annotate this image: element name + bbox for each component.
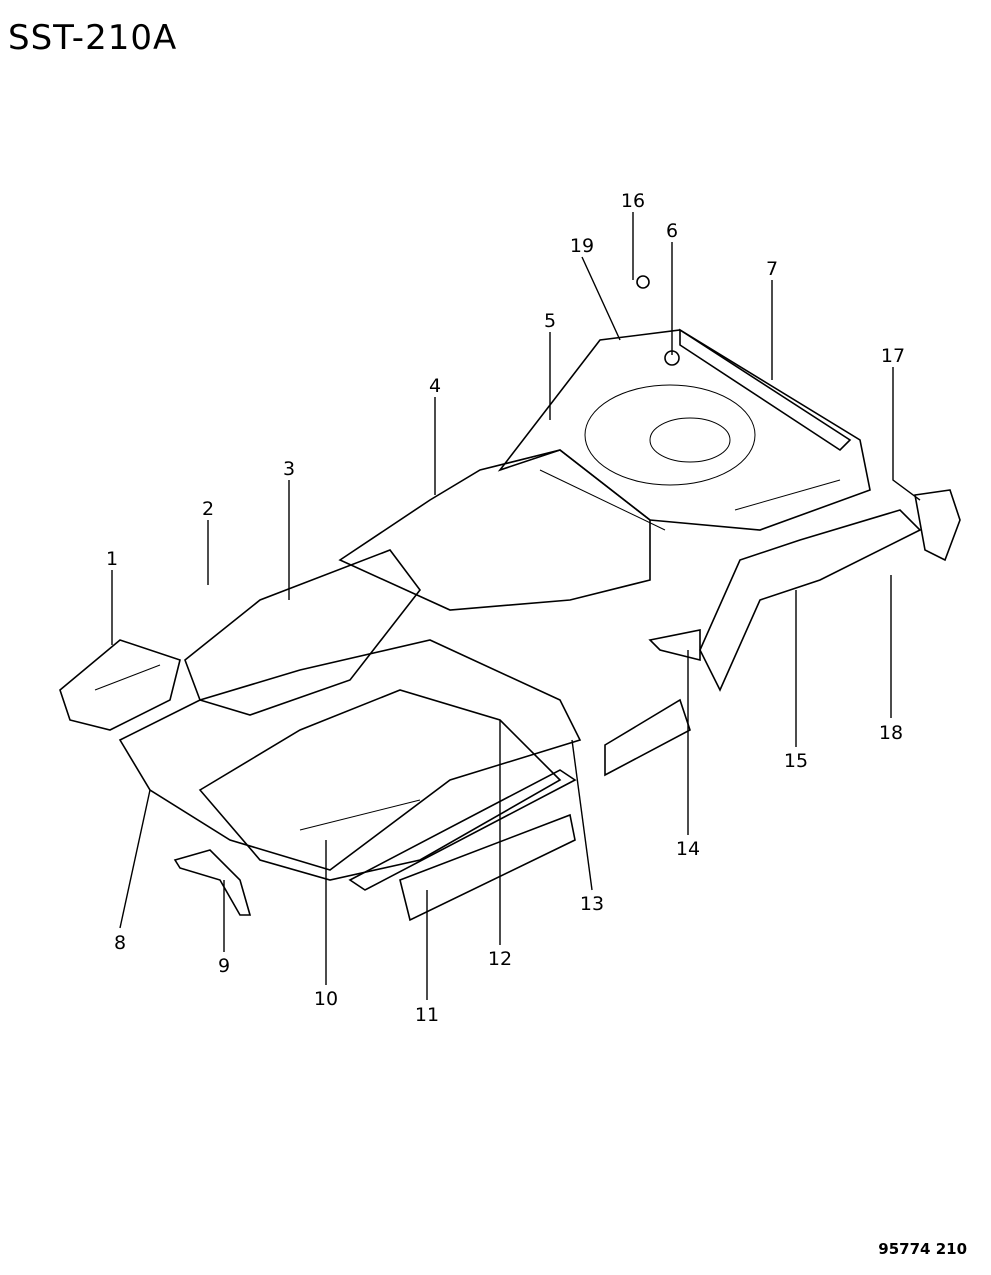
diagram-code: 95774 210 xyxy=(878,1240,967,1258)
callout-18: 18 xyxy=(879,722,903,744)
diagram-title: SST-210A xyxy=(8,18,178,58)
callout-1: 1 xyxy=(106,548,118,570)
rear-side-member xyxy=(699,509,922,692)
side-rail-bracket xyxy=(604,698,691,777)
callout-5: 5 xyxy=(544,310,556,332)
callout-17: 17 xyxy=(881,345,905,367)
rear-end-bracket xyxy=(914,489,961,562)
callout-12: 12 xyxy=(488,948,512,970)
center-floor-tunnel xyxy=(118,639,582,871)
leader-lines xyxy=(111,212,921,1000)
callout-11: 11 xyxy=(415,1004,439,1026)
callout-14: 14 xyxy=(676,838,700,860)
callout-19: 19 xyxy=(570,235,594,257)
side-sill xyxy=(348,769,577,891)
callout-16: 16 xyxy=(621,190,645,212)
rear-crossmember xyxy=(679,328,852,452)
bolt xyxy=(636,275,650,289)
callout-7: 7 xyxy=(766,258,778,280)
callout-8: 8 xyxy=(114,932,126,954)
callout-9: 9 xyxy=(218,955,230,977)
wheelhouse-arch xyxy=(173,849,252,916)
front-floor-pan xyxy=(198,689,562,881)
callout-10: 10 xyxy=(314,988,338,1010)
spare-tire-well xyxy=(584,384,756,486)
rear-floor-panel xyxy=(497,329,871,531)
sill-reinforcement xyxy=(399,813,576,922)
callout-15: 15 xyxy=(784,750,808,772)
dash-lower-panel xyxy=(338,449,651,611)
callout-4: 4 xyxy=(429,375,441,397)
callout-13: 13 xyxy=(580,893,604,915)
callout-numbers: 1 2 3 4 5 6 7 8 9 10 11 12 13 14 15 16 1… xyxy=(106,190,905,1026)
callout-6: 6 xyxy=(666,220,678,242)
front-floor-center-panel xyxy=(184,549,422,716)
floor-gusset xyxy=(648,629,701,662)
front-floor-side-panel xyxy=(59,639,181,731)
callout-2: 2 xyxy=(202,498,214,520)
part-outlines xyxy=(59,275,961,922)
callout-3: 3 xyxy=(283,458,295,480)
